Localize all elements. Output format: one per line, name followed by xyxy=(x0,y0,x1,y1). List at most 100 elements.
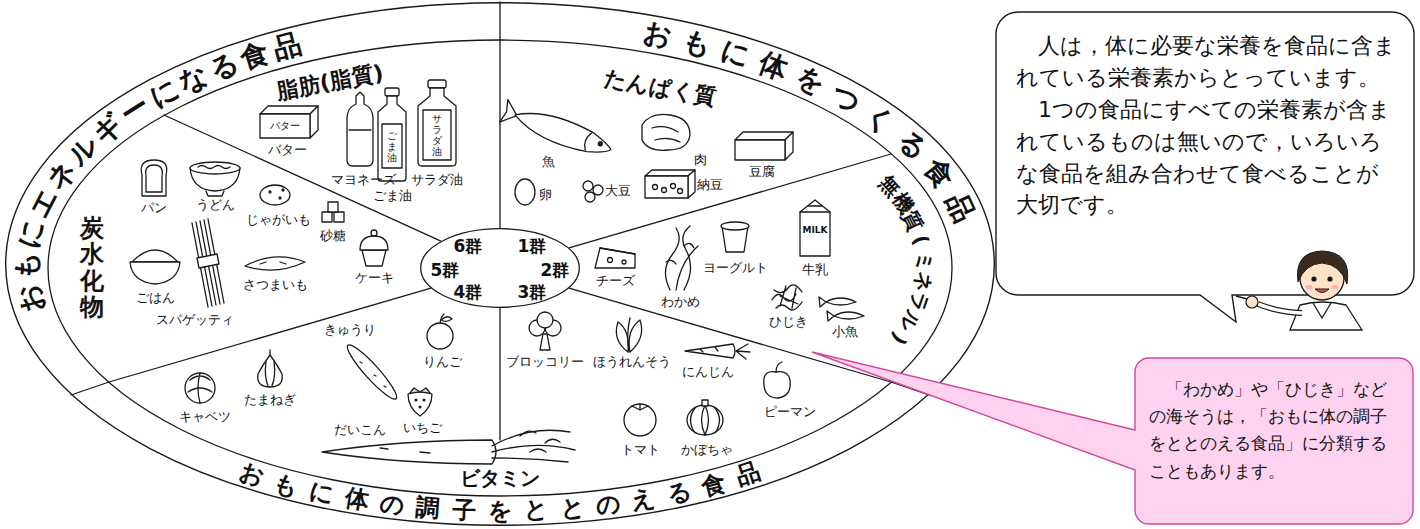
sesame-oil-icon xyxy=(378,88,406,181)
fish-icon xyxy=(582,132,591,150)
broccoli-icon xyxy=(540,334,550,350)
group-heading: 食 xyxy=(699,470,728,499)
cheese-icon xyxy=(608,258,613,263)
package-text: MILK xyxy=(802,225,827,235)
food-group-ellipse: おもにエネルギーになる食品おもに体をつくる食品おもに体の調子をととのえる食品6群… xyxy=(5,2,995,526)
pumpkin-icon xyxy=(687,400,723,435)
food-label: ケーキ xyxy=(355,271,394,286)
teacher-figure xyxy=(1315,289,1329,293)
soybean-icon xyxy=(583,181,603,202)
nutrient-heading: 脂肪(脂質) xyxy=(275,60,386,104)
cake-icon xyxy=(360,230,388,266)
carrot-icon xyxy=(685,344,735,358)
fish-icon xyxy=(598,141,603,146)
small-fish-icon xyxy=(834,312,864,319)
food-label: りんご xyxy=(423,355,462,370)
natto-icon xyxy=(662,188,667,193)
natto-icon xyxy=(645,170,695,198)
butter-icon xyxy=(310,106,318,138)
group-heading: 調 xyxy=(415,495,441,521)
fish-icon xyxy=(500,100,521,127)
sugar-icon xyxy=(334,212,344,222)
yogurt-icon xyxy=(721,222,749,252)
strawberry-icon xyxy=(410,388,430,393)
cheese-icon xyxy=(595,248,635,268)
food-label: 魚 xyxy=(542,155,555,170)
broccoli-icon xyxy=(529,312,561,350)
rice-icon xyxy=(132,250,178,262)
onion-icon xyxy=(265,350,274,386)
teacher-figure xyxy=(1258,304,1302,313)
soybean-icon xyxy=(583,181,593,191)
rice-icon xyxy=(130,250,180,284)
sweet-potato-icon xyxy=(260,262,286,264)
sugar-icon xyxy=(322,202,344,222)
group-heading: 体 xyxy=(755,48,791,84)
food-label: だいこん xyxy=(334,423,386,438)
carrot-icon xyxy=(685,344,750,359)
small-fish-icon xyxy=(819,297,864,321)
green-pepper-icon xyxy=(764,362,790,398)
nutrient-heading: ビタミン xyxy=(460,467,540,490)
natto-icon xyxy=(671,184,676,189)
teacher-figure xyxy=(1258,304,1302,313)
nutrient-heading: 炭水化物 xyxy=(80,215,104,321)
note-callout: 「わかめ」や「ひじき」などの海そうは，「おもに体の調子をととのえる食品」に分類す… xyxy=(1135,358,1413,524)
group-heading: お xyxy=(641,19,674,52)
meat-icon xyxy=(642,114,690,150)
food-label: 小魚 xyxy=(832,325,858,340)
food-label: ひじき xyxy=(769,315,808,330)
cheese-icon xyxy=(595,248,635,268)
group-number: 5群 xyxy=(431,259,460,282)
potato-icon xyxy=(282,189,284,191)
food-label: ピーマン xyxy=(764,405,816,420)
potato-icon xyxy=(279,197,281,199)
food-label: キャベツ xyxy=(179,410,231,425)
small-fish-icon xyxy=(826,298,856,305)
wakame-icon xyxy=(666,243,694,264)
salad-oil-icon xyxy=(418,88,456,166)
udon-icon xyxy=(190,162,240,196)
carrot-icon xyxy=(700,344,750,359)
sector-lines xyxy=(569,288,891,382)
cucumber-icon xyxy=(343,341,402,404)
butter-icon xyxy=(260,114,310,138)
food-label: にんじん xyxy=(682,365,734,380)
food-label: 砂糖 xyxy=(320,229,346,244)
tofu-icon xyxy=(735,140,785,160)
teacher-figure xyxy=(1306,285,1313,289)
wakame-icon xyxy=(665,226,698,290)
food-label: 大豆 xyxy=(605,184,631,199)
hijiki-icon xyxy=(772,285,802,310)
small-fish-icon xyxy=(827,311,834,321)
tofu-icon xyxy=(785,132,793,160)
food-label: ほうれんそう xyxy=(593,355,671,370)
spinach-icon xyxy=(629,320,642,352)
food-label: 肉 xyxy=(694,153,707,168)
food-label: じゃがいも xyxy=(246,213,311,228)
sector-lines xyxy=(499,40,500,228)
strawberry-icon xyxy=(408,392,432,416)
strawberry-icon xyxy=(408,388,432,416)
group-number: 1群 xyxy=(518,235,547,258)
group-heading: 体 xyxy=(343,486,371,514)
group-heading: 子 xyxy=(451,498,476,523)
natto-icon xyxy=(653,185,658,190)
egg-icon xyxy=(515,179,535,205)
milk-icon xyxy=(800,200,830,256)
tomato-icon xyxy=(624,404,656,436)
sweet-potato-icon xyxy=(245,257,305,270)
yogurt-icon xyxy=(721,222,749,230)
group-number: 3群 xyxy=(518,281,547,304)
teacher-figure xyxy=(1311,276,1316,281)
mayonnaise-icon xyxy=(349,129,371,130)
salad-oil-icon xyxy=(423,110,451,160)
strawberry-icon xyxy=(415,399,417,401)
spinach-icon xyxy=(616,322,628,352)
teacher-figure xyxy=(1236,296,1247,299)
food-label: うどん xyxy=(196,198,235,213)
cabbage-icon xyxy=(188,373,212,403)
cake-icon xyxy=(362,250,386,266)
group-heading: く xyxy=(861,101,900,140)
